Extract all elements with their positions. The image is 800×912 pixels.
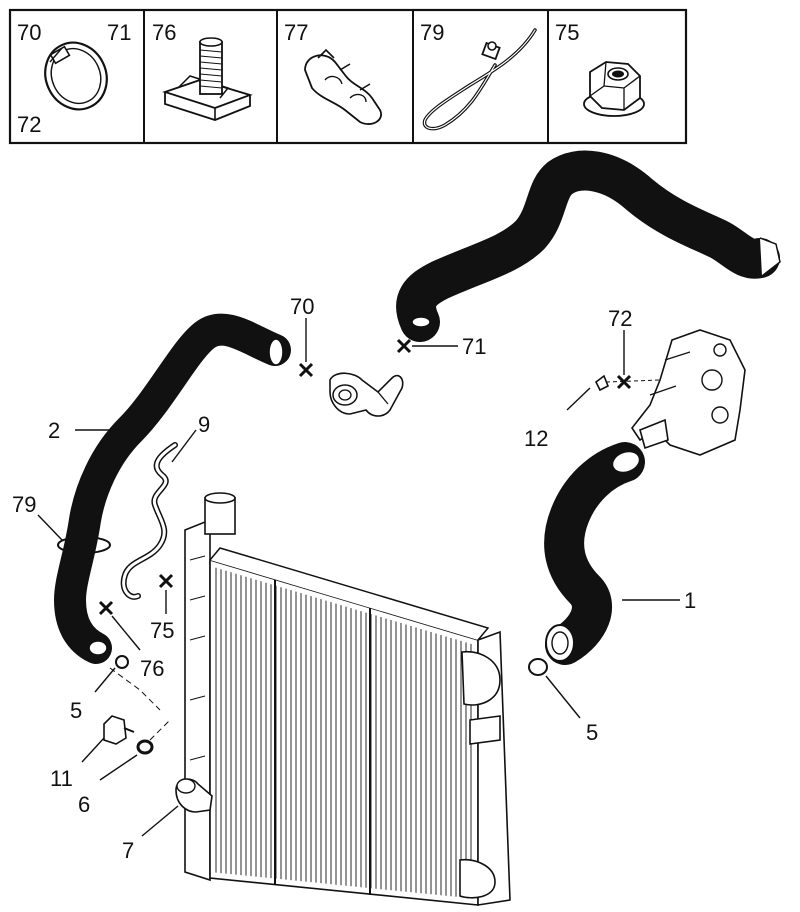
callout-11: 11 bbox=[50, 766, 73, 791]
parts-legend: 70 71 72 76 77 79 bbox=[8, 8, 688, 145]
callout-5-left: 5 bbox=[70, 698, 82, 723]
leader-lines bbox=[37, 318, 680, 837]
flange-nut-icon bbox=[583, 61, 645, 117]
legend-label-75: 75 bbox=[555, 20, 579, 45]
callout-75: 75 bbox=[150, 618, 174, 643]
legend-label-79: 79 bbox=[420, 20, 444, 45]
legend-label-76: 76 bbox=[152, 20, 176, 45]
hose-clamp-icon bbox=[44, 41, 108, 111]
callout-76: 76 bbox=[140, 656, 164, 681]
fastener-markers bbox=[98, 338, 632, 616]
callout-72: 72 bbox=[608, 306, 632, 331]
callout-70: 70 bbox=[290, 294, 314, 319]
bleed-hose-9 bbox=[120, 442, 178, 600]
callout-71: 71 bbox=[462, 334, 486, 359]
callout-2: 2 bbox=[48, 418, 60, 443]
legend-label-70: 70 bbox=[17, 20, 41, 45]
callout-9: 9 bbox=[198, 412, 210, 437]
outlet-adapter bbox=[329, 372, 404, 417]
hose-clip-icon bbox=[304, 48, 382, 125]
callout-79: 79 bbox=[12, 492, 36, 517]
callout-6: 6 bbox=[78, 792, 90, 817]
radiator-lower-hose-1 bbox=[544, 442, 645, 665]
drain-parts bbox=[103, 655, 548, 813]
radiator bbox=[184, 492, 511, 906]
cable-tie-icon bbox=[422, 28, 537, 131]
callout-7: 7 bbox=[122, 838, 134, 863]
callout-5-right: 5 bbox=[586, 720, 598, 745]
callout-1: 1 bbox=[684, 588, 696, 613]
callout-12: 12 bbox=[524, 426, 548, 451]
legend-label-72: 72 bbox=[17, 112, 41, 137]
cage-nut-icon bbox=[162, 37, 253, 121]
legend-label-71: 71 bbox=[107, 20, 131, 45]
thermostat-housing bbox=[594, 329, 746, 456]
callout-labels: 70 71 72 2 9 12 79 1 75 76 5 5 11 6 7 bbox=[12, 294, 696, 863]
legend-label-77: 77 bbox=[284, 20, 308, 45]
radiator-upper-hose-2 bbox=[54, 313, 291, 664]
heater-hose bbox=[396, 150, 781, 342]
